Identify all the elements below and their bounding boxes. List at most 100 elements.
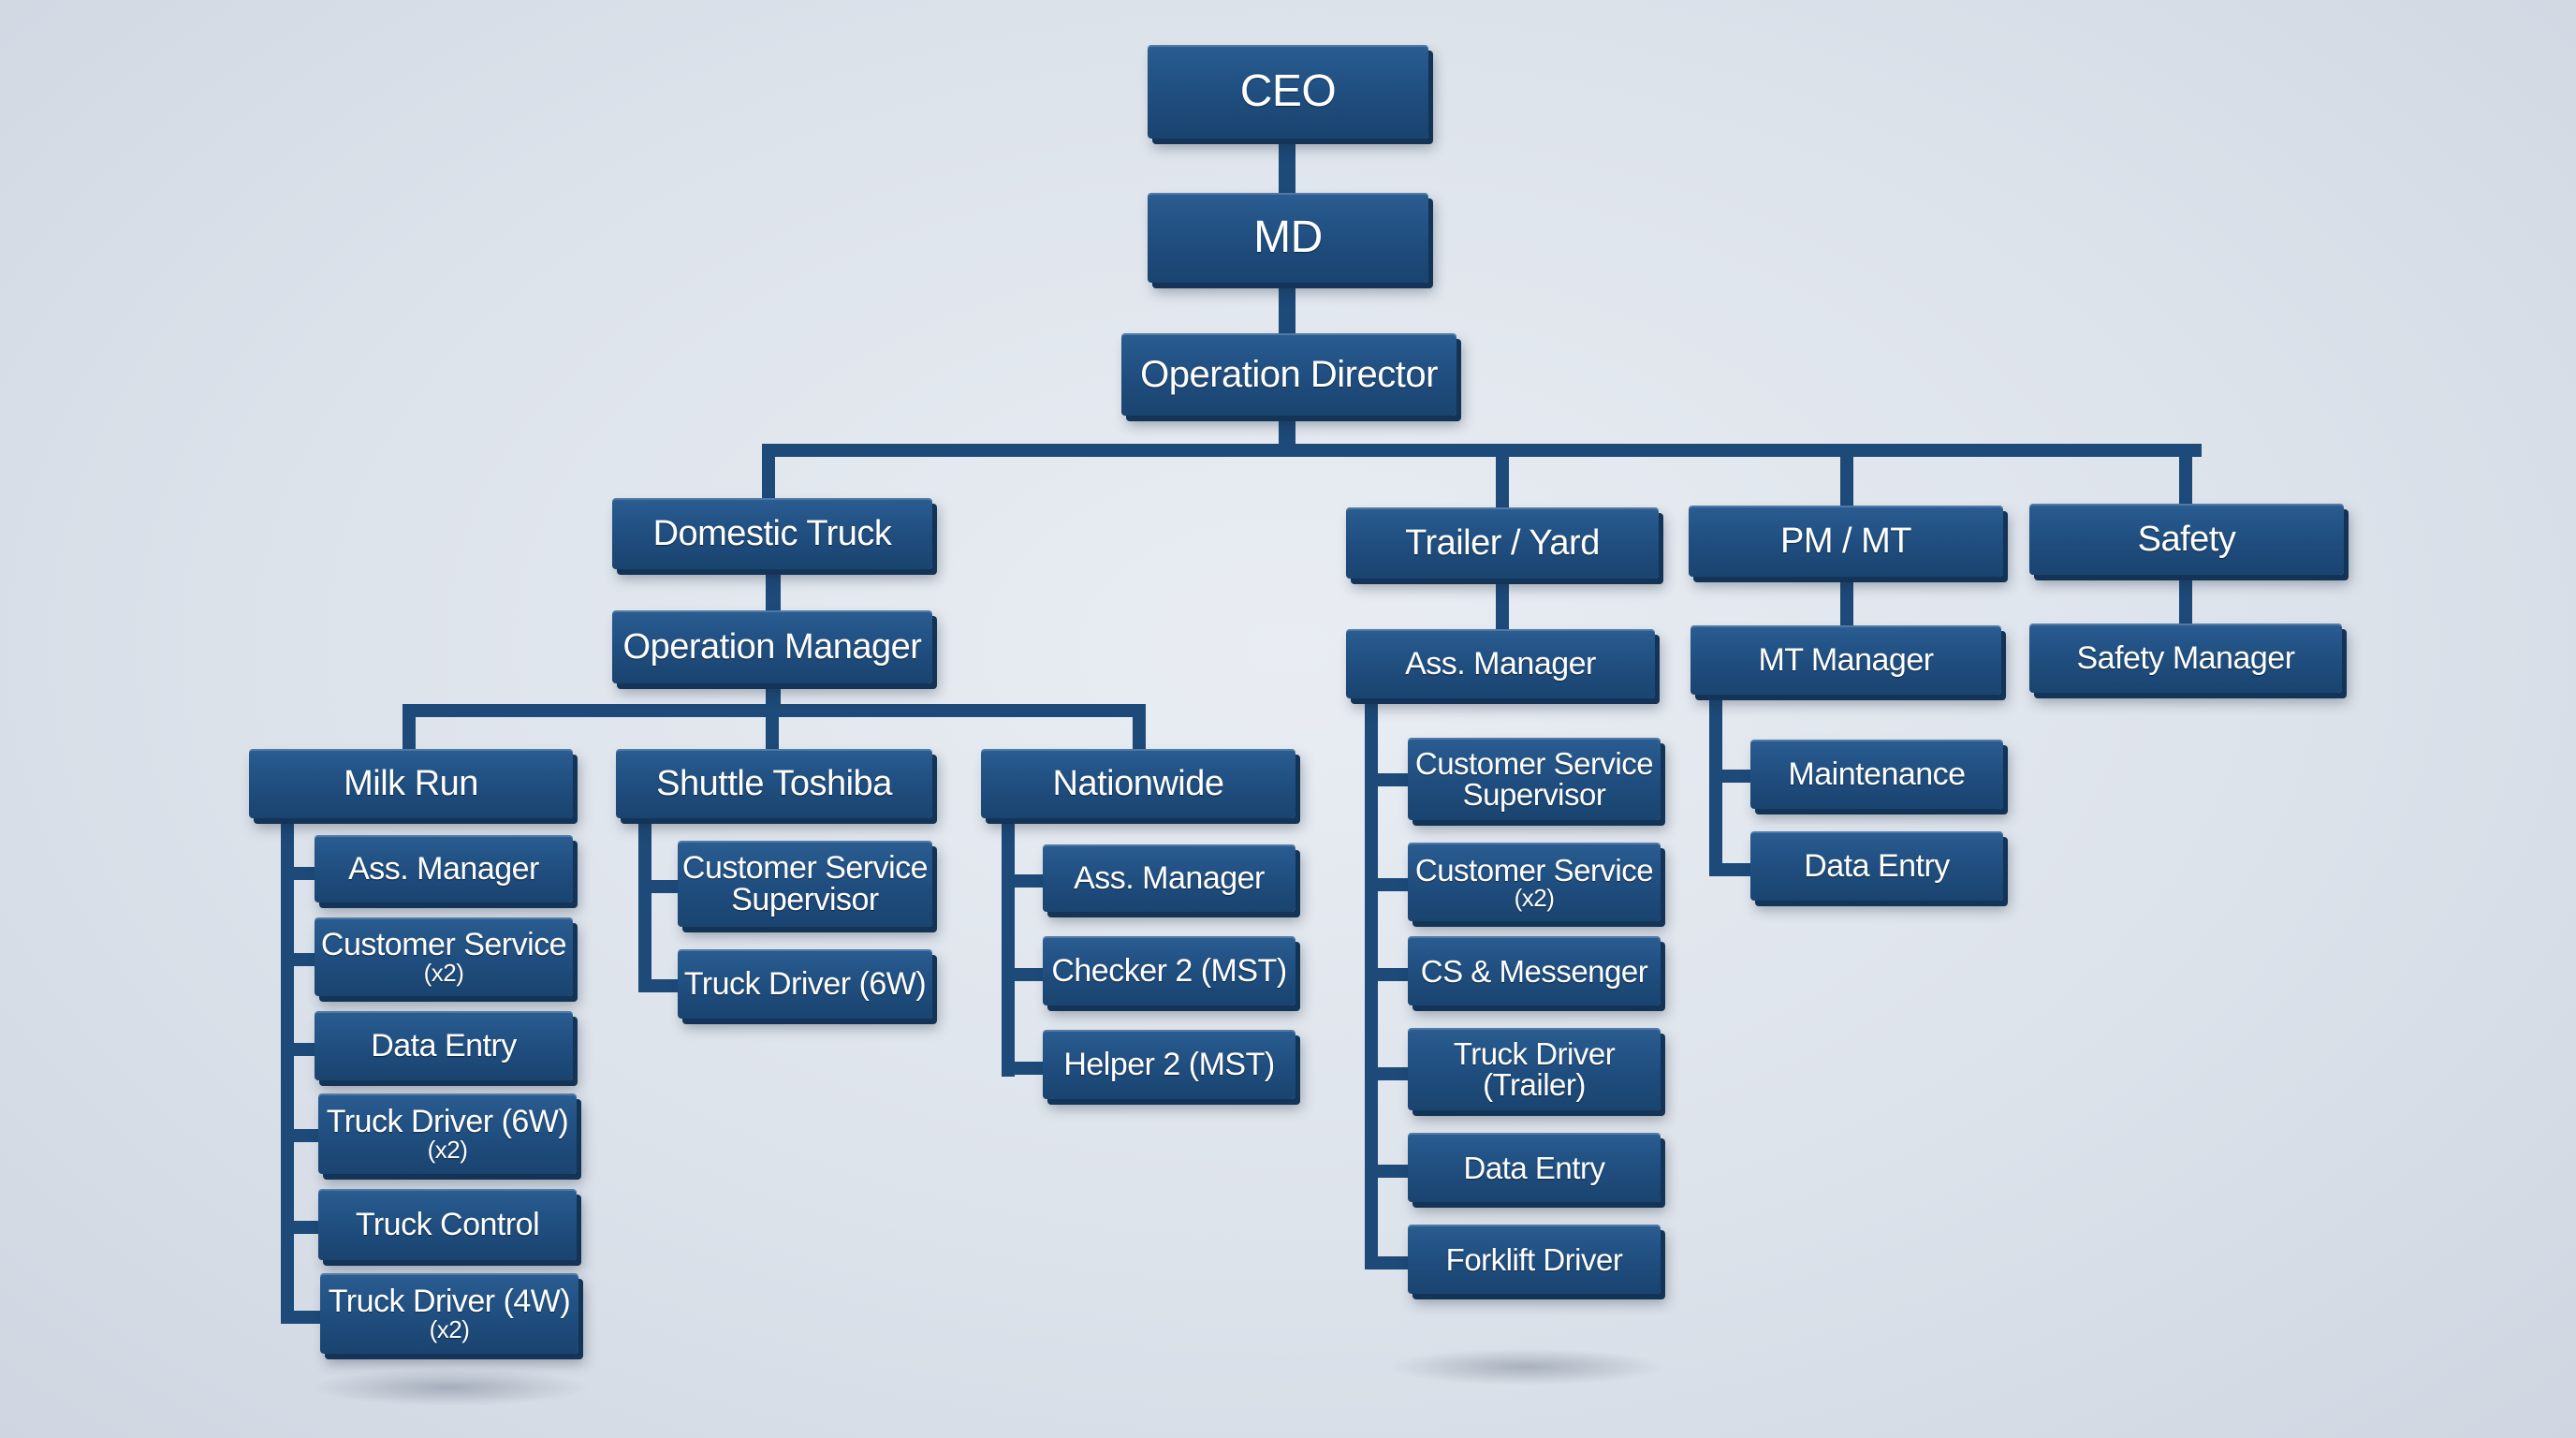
connector-to-milk-run [402, 704, 416, 753]
connector-trailer-spine [1365, 697, 1378, 1269]
node-quantity: (x2) [423, 959, 464, 987]
connector-to-shuttle-toshiba [766, 704, 779, 753]
connector-trailer-child [1365, 773, 1410, 786]
node-operation-director: Operation Director [1121, 333, 1456, 416]
node-label: Customer Service [1414, 746, 1654, 781]
connector-milkrun-child [281, 1221, 326, 1234]
node-milkrun-data-entry: Data Entry [315, 1011, 573, 1080]
node-label: CS & Messenger [1420, 953, 1648, 989]
node-milkrun-ass-manager: Ass. Manager [315, 835, 573, 902]
connector-to-nationwide [1133, 704, 1146, 753]
node-quantity: (x2) [427, 1136, 468, 1164]
node-label: Supervisor [731, 882, 879, 917]
connector-shuttle-child [638, 979, 683, 992]
node-nationwide-checker: Checker 2 (MST) [1043, 936, 1295, 1005]
node-pm-mt: PM / MT [1689, 506, 2003, 577]
node-label: Data Entry [1804, 848, 1950, 884]
node-milk-run: Milk Run [249, 749, 573, 818]
node-nationwide-ass-manager: Ass. Manager [1043, 844, 1295, 912]
node-label: Safety Manager [2076, 640, 2295, 676]
connector-to-domestic-truck [762, 444, 775, 500]
node-shuttle-toshiba: Shuttle Toshiba [616, 749, 932, 818]
node-label: MT Manager [1758, 642, 1934, 678]
connector-trailer-child [1365, 878, 1410, 891]
connector-domestic-opmanager [766, 569, 781, 616]
connector-opmanager-bus [766, 682, 781, 710]
node-label: Customer Service [320, 927, 567, 962]
node-milkrun-truck-control: Truck Control [318, 1189, 577, 1260]
node-label: Shuttle Toshiba [656, 764, 892, 803]
node-label: Truck Driver (6W) [326, 1104, 569, 1139]
node-label: Maintenance [1788, 756, 1966, 792]
connector-trailer-assmanager [1496, 575, 1509, 631]
node-label: Milk Run [344, 764, 478, 803]
node-milkrun-truck-driver-4w: Truck Driver (4W) (x2) [320, 1273, 578, 1354]
connector-nationwide-spine [1002, 818, 1015, 1077]
node-trailer-cs-messenger: CS & Messenger [1408, 936, 1661, 1005]
node-mt-manager: MT Manager [1690, 625, 2001, 695]
node-label: Helper 2 (MST) [1063, 1047, 1275, 1082]
node-label: Ass. Manager [348, 851, 539, 887]
connector-nationwide-child [1002, 968, 1046, 981]
node-quantity: (x2) [429, 1315, 470, 1343]
node-label: Customer Service [681, 850, 929, 886]
node-label: Data Entry [371, 1028, 517, 1064]
connector-trailer-child [1365, 1067, 1410, 1080]
node-trailer-forklift-driver: Forklift Driver [1408, 1225, 1661, 1294]
connector-ceo-md [1279, 140, 1295, 197]
node-operation-manager: Operation Manager [612, 610, 932, 683]
node-safety: Safety [2029, 504, 2344, 575]
node-shuttle-cs-supervisor: Customer Service Supervisor [678, 841, 932, 927]
node-trailer-yard: Trailer / Yard [1346, 507, 1659, 579]
node-label: Safety [2137, 520, 2236, 559]
ground-shadow [1385, 1348, 1666, 1386]
node-trailer-truck-driver: Truck Driver (Trailer) [1408, 1028, 1661, 1110]
node-label: Truck Control [355, 1207, 540, 1242]
node-label: MD [1253, 213, 1323, 262]
node-label: Checker 2 (MST) [1051, 953, 1287, 989]
node-label: Domestic Truck [652, 514, 892, 553]
connector-milkrun-child [281, 1129, 326, 1142]
ground-shadow [309, 1369, 590, 1406]
connector-pm-child [1709, 863, 1754, 876]
connector-to-safety [2179, 444, 2192, 509]
node-label: (Trailer) [1483, 1067, 1586, 1102]
node-ceo: CEO [1148, 45, 1428, 139]
connector-milkrun-child [281, 1311, 326, 1324]
node-shuttle-truck-driver-6w: Truck Driver (6W) [678, 949, 932, 1019]
connector-nationwide-child [1002, 874, 1046, 888]
node-label: Trailer / Yard [1405, 523, 1600, 563]
connector-trailer-child [1365, 968, 1410, 981]
node-domestic-truck: Domestic Truck [612, 498, 932, 569]
node-trailer-data-entry: Data Entry [1408, 1133, 1661, 1202]
node-trailer-customer-service: Customer Service (x2) [1408, 843, 1661, 921]
node-label: Operation Manager [622, 627, 922, 667]
node-safety-manager: Safety Manager [2029, 624, 2342, 693]
connector-department-bus [762, 444, 2202, 457]
node-label: Nationwide [1052, 764, 1225, 803]
connector-milkrun-spine [281, 818, 294, 1324]
node-label: Truck Driver (4W) [328, 1284, 571, 1319]
connector-shuttle-spine [638, 818, 651, 992]
node-label: Ass. Manager [1074, 860, 1265, 896]
node-label: Truck Driver (6W) [683, 966, 927, 1002]
node-label: Ass. Manager [1405, 646, 1596, 682]
connector-to-pm-mt [1840, 444, 1853, 509]
node-pm-data-entry: Data Entry [1750, 831, 2003, 901]
node-trailer-ass-manager: Ass. Manager [1346, 629, 1655, 698]
connector-to-trailer-yard [1496, 444, 1509, 509]
connector-md-director [1279, 281, 1295, 337]
connector-nationwide-child [1002, 1062, 1046, 1075]
node-nationwide: Nationwide [981, 749, 1295, 818]
connector-safety-manager [2179, 573, 2192, 627]
node-milkrun-truck-driver-6w: Truck Driver (6W) (x2) [318, 1093, 577, 1174]
node-nationwide-helper: Helper 2 (MST) [1043, 1030, 1295, 1099]
connector-trailer-child [1365, 1256, 1410, 1269]
connector-shuttle-child [638, 880, 683, 893]
node-milkrun-customer-service: Customer Service (x2) [315, 917, 573, 996]
node-trailer-cs-supervisor: Customer Service Supervisor [1408, 738, 1661, 820]
node-label: Supervisor [1462, 777, 1606, 812]
node-label: CEO [1239, 66, 1337, 116]
node-label: Operation Director [1140, 354, 1438, 395]
